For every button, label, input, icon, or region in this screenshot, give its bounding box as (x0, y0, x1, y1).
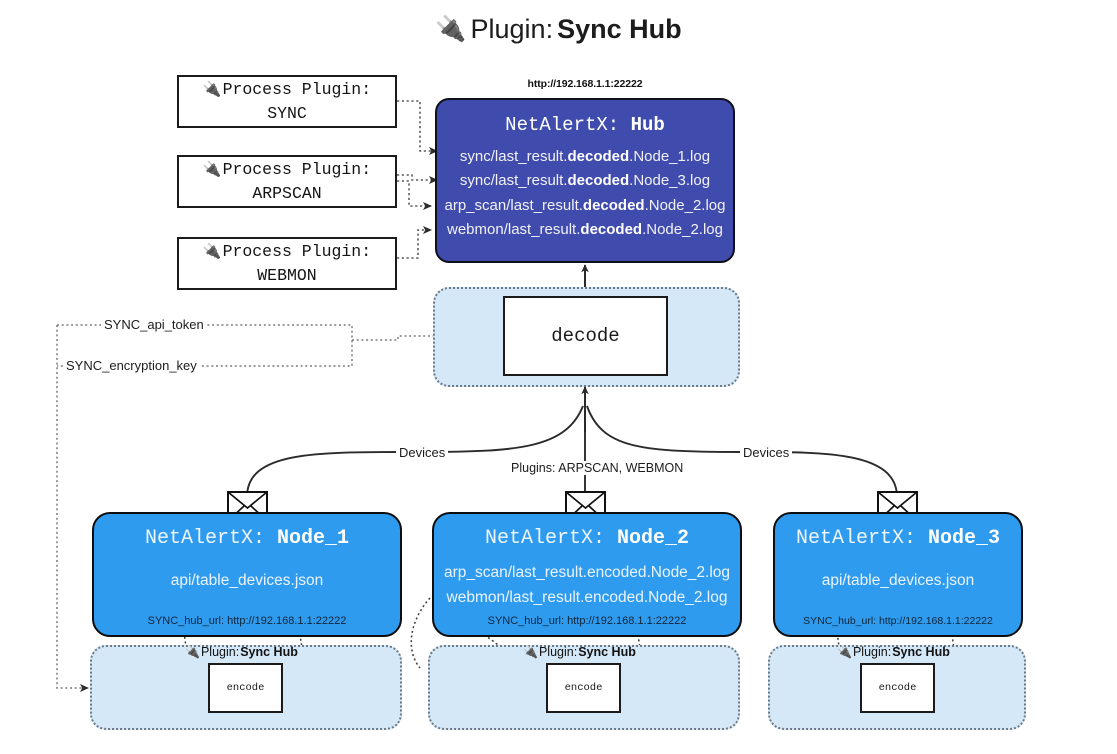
process-plugin-arpscan-line2: ARPSCAN (252, 183, 322, 203)
encode-box-node3[interactable]: encode (860, 663, 935, 713)
process-plugin-sync-line2: SYNC (267, 103, 307, 123)
node-2-line-1: arp_scan/last_result.encoded.Node_2.log (443, 564, 731, 581)
plugins-center-label: Plugins: ARPSCAN, WEBMON (508, 461, 687, 475)
edge-sync-to-hub-log2 (397, 174, 438, 185)
plugin-label-prefix-3: Plugin: (852, 645, 892, 659)
devices-left-label: Devices (396, 445, 449, 460)
node-1-title-prefix: NetAlertX: (144, 527, 265, 550)
encode-label-1: encode (226, 682, 265, 694)
node-1-box[interactable]: NetAlertX: Node_1 api/table_devices.json… (92, 512, 402, 637)
plug-icon: 🔌 (837, 645, 852, 659)
plugin-label-prefix-1: Plugin: (200, 645, 240, 659)
hub-title-name: Hub (630, 114, 665, 136)
plugin-label-name-1: Sync Hub (240, 645, 298, 659)
process-plugin-webmon-box[interactable]: 🔌 Process Plugin: WEBMON (177, 237, 397, 290)
plug-icon: 🔌 (435, 15, 467, 43)
node-1-footer: SYNC_hub_url: http://192.168.1.1:22222 (147, 615, 347, 627)
plugin-sync-hub-label-node2: 🔌 Plugin: Sync Hub (523, 645, 636, 659)
hub-log-line-3: arp_scan/last_result.decoded.Node_2.log (444, 196, 726, 214)
page-title-name: Sync Hub (557, 14, 682, 44)
node-3-footer: SYNC_hub_url: http://192.168.1.1:22222 (803, 615, 993, 627)
page-title-prefix: Plugin: (470, 14, 554, 44)
node-3-box[interactable]: NetAlertX: Node_3 api/table_devices.json… (773, 512, 1023, 637)
devices-right-label: Devices (740, 445, 793, 460)
process-plugin-sync-box[interactable]: 🔌 Process Plugin: SYNC (177, 75, 397, 128)
process-plugin-arpscan-line1: Process Plugin: (222, 160, 372, 180)
plugin-sync-hub-label-node3: 🔌 Plugin: Sync Hub (837, 645, 950, 659)
encode-box-node2[interactable]: encode (546, 663, 621, 713)
hub-box[interactable]: NetAlertX: Hub sync/last_result.decoded.… (435, 98, 735, 263)
sync-api-token-label: SYNC_api_token (101, 317, 207, 332)
hub-log-line-1: sync/last_result.decoded.Node_1.log (459, 148, 711, 165)
plug-icon: 🔌 (523, 645, 538, 659)
hub-log-line-4: webmon/last_result.decoded.Node_2.log (447, 220, 723, 238)
process-plugin-arpscan-box[interactable]: 🔌 Process Plugin: ARPSCAN (177, 155, 397, 208)
plugin-label-name-2: Sync Hub (578, 645, 636, 659)
hub-title: NetAlertX: Hub (505, 114, 665, 136)
edge-sync-to-hub-log1 (397, 100, 438, 156)
hub-log-line-2: sync/last_result.decoded.Node_3.log (459, 172, 711, 190)
edge-arpscan-to-hub-log3 (397, 180, 432, 211)
node-2-box[interactable]: NetAlertX: Node_2 arp_scan/last_result.e… (432, 512, 742, 637)
node-3-title: NetAlertX: Node_3 (796, 527, 1000, 550)
node-2-footer: SYNC_hub_url: http://192.168.1.1:22222 (487, 615, 687, 627)
encode-box-node1[interactable]: encode (208, 663, 283, 713)
node-3-title-name: Node_3 (928, 527, 1001, 550)
node-2-title-prefix: NetAlertX: (484, 527, 605, 550)
hub-title-prefix: NetAlertX: (505, 114, 620, 136)
hub-url-label: http://192.168.1.1:22222 (527, 78, 643, 90)
node-2-line-2: webmon/last_result.encoded.Node_2.log (446, 588, 728, 606)
decode-box[interactable]: decode (503, 296, 668, 376)
page-title: 🔌 Plugin: Sync Hub (0, 14, 1117, 45)
plugin-label-name-3: Sync Hub (892, 645, 950, 659)
encode-label-3: encode (878, 682, 917, 694)
edge-secrets-rail-bottom (56, 325, 89, 693)
plug-icon: 🔌 (202, 242, 222, 261)
node-2-title: NetAlertX: Node_2 (485, 527, 689, 550)
node-1-title: NetAlertX: Node_1 (145, 527, 349, 550)
decode-label: decode (551, 325, 620, 347)
plug-icon: 🔌 (202, 80, 222, 99)
plugin-sync-hub-label-node1: 🔌 Plugin: Sync Hub (185, 645, 298, 659)
edge-node2-secondary (410, 597, 431, 669)
encode-label-2: encode (564, 682, 603, 694)
process-plugin-sync-line1: Process Plugin: (222, 80, 372, 100)
plug-icon: 🔌 (202, 160, 222, 179)
edge-webmon-to-hub-log4 (397, 226, 432, 259)
process-plugin-webmon-line2: WEBMON (257, 265, 317, 285)
node-1-title-name: Node_1 (277, 527, 350, 550)
node-1-line-1: api/table_devices.json (170, 572, 324, 589)
plug-icon: 🔌 (185, 645, 200, 659)
sync-encryption-key-label: SYNC_encryption_key (63, 358, 200, 373)
process-plugin-webmon-line1: Process Plugin: (222, 242, 372, 262)
node-3-title-prefix: NetAlertX: (795, 527, 916, 550)
plugin-label-prefix-2: Plugin: (538, 645, 578, 659)
node-2-title-name: Node_2 (617, 527, 690, 550)
node-3-line-1: api/table_devices.json (821, 572, 975, 589)
